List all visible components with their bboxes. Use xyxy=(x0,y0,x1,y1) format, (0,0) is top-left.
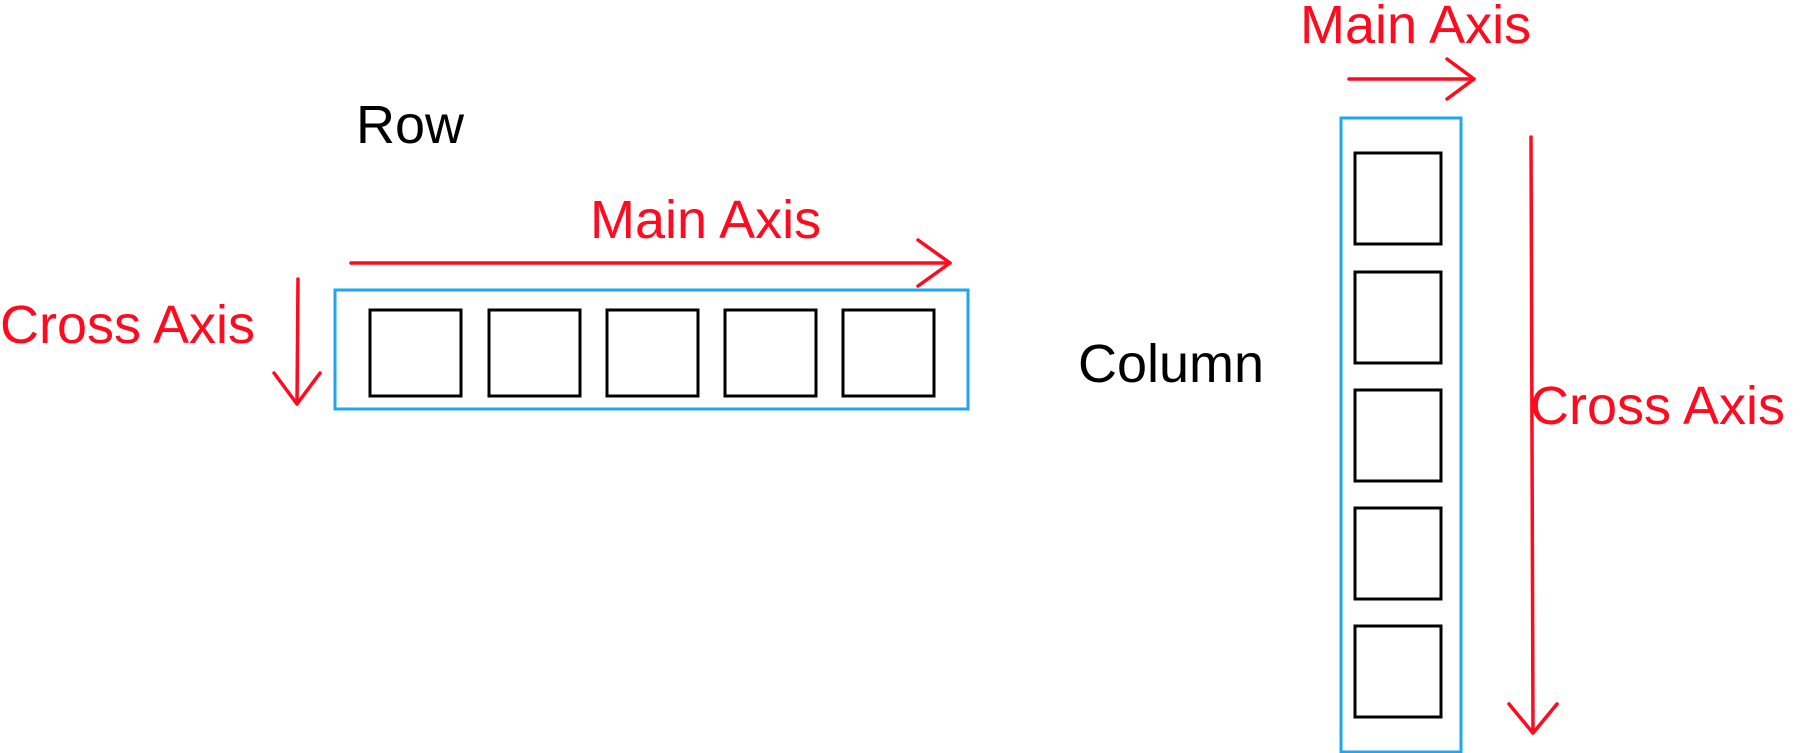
column-item-5 xyxy=(1353,624,1443,719)
column-items xyxy=(1353,151,1443,719)
row-item-5 xyxy=(841,308,936,398)
row-item-4 xyxy=(723,308,818,398)
row-container xyxy=(333,288,970,411)
column-item-2 xyxy=(1353,270,1443,365)
row-main-axis-label: Main Axis xyxy=(590,190,821,250)
row-item-1 xyxy=(368,308,463,398)
column-cross-axis-arrow xyxy=(1507,135,1559,735)
row-cross-axis-label: Cross Axis xyxy=(0,295,255,355)
column-cross-axis-label: Cross Axis xyxy=(1530,376,1785,436)
column-item-1 xyxy=(1353,151,1443,246)
row-item-3 xyxy=(605,308,700,398)
column-container xyxy=(1339,116,1463,753)
row-items xyxy=(368,308,936,398)
column-main-axis-label: Main Axis xyxy=(1300,0,1531,55)
column-section: Column Main Axis Cross Axis xyxy=(1078,0,1785,753)
row-cross-axis-arrow xyxy=(272,277,322,406)
row-title: Row xyxy=(356,95,465,155)
row-main-axis-arrow xyxy=(349,238,952,288)
row-section: Row Main Axis Cross Axis xyxy=(0,95,970,411)
row-item-2 xyxy=(487,308,582,398)
column-item-4 xyxy=(1353,506,1443,601)
column-title: Column xyxy=(1078,334,1264,394)
column-main-axis-arrow xyxy=(1347,57,1476,101)
column-item-3 xyxy=(1353,388,1443,483)
